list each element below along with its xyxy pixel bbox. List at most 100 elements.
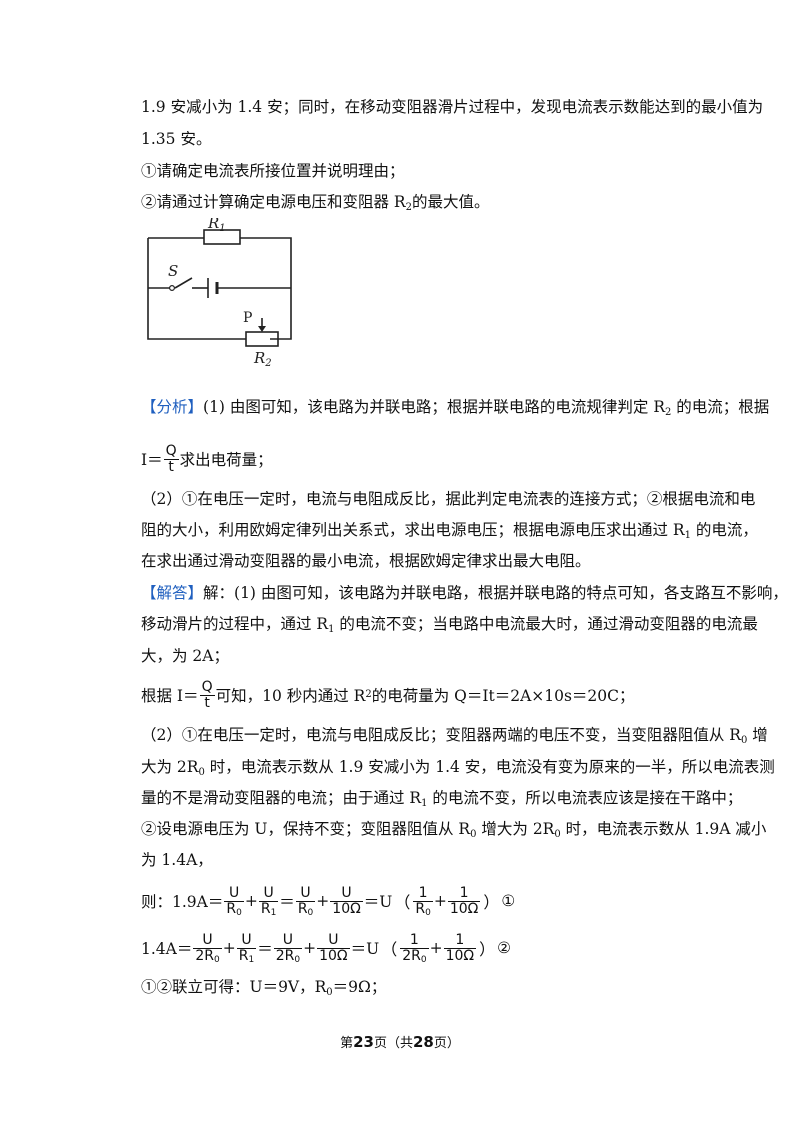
subscript: 1: [270, 907, 277, 918]
solution-line: （2）①在电压一定时，电流与电阻成反比；变阻器两端的电压不变，当变阻器阻值从 R…: [141, 724, 768, 746]
solution-tag: 【解答】: [141, 584, 204, 602]
den-text: R: [297, 900, 308, 917]
fraction-den: 2R0: [274, 947, 302, 965]
operator: +: [429, 939, 443, 957]
text: 则：1.9A＝: [141, 893, 224, 911]
subscript: 0: [326, 987, 333, 998]
text: （2）①在电压一定时，电流与电阻成反比；变阻器两端的电压不变，当变阻器阻值从 R: [141, 726, 741, 744]
subscript: 0: [470, 829, 477, 840]
total-pages: 28: [413, 1033, 434, 1051]
fraction-den: R0: [224, 900, 243, 917]
footer-text: 页）: [433, 1036, 460, 1051]
fraction-num: U: [236, 932, 257, 949]
fraction-den: t: [168, 458, 174, 475]
text: 在求出通过滑动变阻器的最小电流，根据欧姆定律求出最大电阻。: [141, 552, 591, 570]
subscript: 0: [740, 735, 748, 746]
text-line: 1.9 安减小为 1.4 安；同时，在移动变阻器滑片过程中，发现电流表示数能达到…: [141, 96, 763, 118]
analysis-line: 阻的大小，利用欧姆定律列出关系式，求出电源电压；根据电源电压求出通过 R1 的电…: [141, 519, 758, 541]
fraction-num: 1: [413, 885, 433, 902]
svg-text:R1: R1: [207, 218, 226, 234]
fraction-den: R0: [296, 900, 315, 917]
paren: ）: [479, 940, 496, 959]
text: 的电荷量为 Q＝It＝2A×10s＝20C；: [371, 687, 635, 705]
fraction-den: 10Ω: [319, 947, 348, 964]
text: 量的不是滑动变阻器的电流；由于通过 R: [141, 789, 422, 807]
subscript: 0: [198, 767, 205, 778]
den-text: R: [238, 947, 249, 964]
den-text: R: [260, 900, 271, 917]
den-text: R: [226, 900, 237, 917]
circuit-diagram: R1 S P R2: [147, 218, 292, 366]
subscript: 0: [214, 954, 220, 965]
solution-line: 为 1.4A，: [141, 849, 213, 871]
text-line: 1.35 安。: [141, 128, 211, 150]
solution-line: 【解答】解：(1) 由图可知，该电路为并联电路，根据并联电路的特点可知，各支路互…: [141, 582, 788, 604]
text: 移动滑片的过程中，通过 R: [141, 615, 329, 633]
subscript: 0: [294, 954, 301, 965]
subscript: 1: [684, 530, 691, 541]
operator: +: [433, 892, 447, 910]
fraction-num: 1: [447, 885, 481, 902]
text: 1.9 安减小为 1.4 安；同时，在移动变阻器滑片过程中，发现电流表示数能达到…: [141, 98, 764, 116]
fraction-den: 2R0: [193, 948, 221, 965]
fraction-den: 2R0: [400, 948, 428, 965]
subscript: 0: [420, 954, 427, 965]
fraction-den: R1: [259, 900, 278, 918]
subscript: 2: [665, 407, 672, 418]
fraction-den: R0: [413, 900, 432, 918]
resistor-r1: [203, 229, 241, 245]
fraction-num: U: [330, 885, 363, 902]
paren: （: [394, 893, 411, 912]
analysis-line: （2）①在电压一定时，电流与电阻成反比，据此判定电流表的连接方式；②根据电流和电: [141, 488, 755, 510]
den-text: 2R: [275, 947, 295, 964]
fraction-num: U: [258, 885, 279, 902]
fraction-num: U: [224, 885, 244, 902]
solution-line: 移动滑片的过程中，通过 R1 的电流不变；当电路中电流最大时，通过滑动变阻器的电…: [141, 613, 758, 635]
label-r1-sub: 1: [219, 223, 225, 234]
fraction-den: R1: [237, 947, 256, 965]
text: 的最大值。: [411, 193, 490, 211]
fraction-num: 1: [400, 932, 429, 949]
operator: +: [244, 892, 258, 910]
solution-line: 大为 2R0 时，电流表示数从 1.9 安减小为 1.4 安，电流没有变为原来的…: [141, 756, 775, 778]
solution-line: 量的不是滑动变阻器的电流；由于通过 R1 的电流不变，所以电流表应该是接在干路中…: [141, 787, 742, 809]
text: ②请通过计算确定电源电压和变阻器 R: [141, 193, 406, 211]
label-p: P: [243, 310, 252, 326]
subscript: 0: [425, 907, 431, 918]
label-r1: R: [207, 218, 219, 232]
den-text: R: [415, 900, 426, 917]
subscript: 1: [328, 624, 335, 635]
subscript: 0: [554, 829, 561, 840]
text: 为 1.4A，: [141, 851, 213, 869]
text: (1) 由图可知，该电路为并联电路；根据并联电路的电流规律判定 R: [203, 398, 665, 416]
text: 的电流；根据: [671, 398, 770, 416]
fraction-num: 1: [443, 932, 477, 949]
subscript: 1: [248, 954, 255, 965]
text: 1.35 安。: [141, 130, 212, 148]
operator: ＝: [279, 893, 295, 911]
subscript: 2: [405, 202, 412, 213]
text: 的电流不变，所以电流表应该是接在干路中；: [427, 789, 743, 807]
operator: ＝: [257, 940, 273, 958]
text: 解：(1) 由图可知，该电路为并联电路，根据并联电路的特点可知，各支路互不影响，: [203, 584, 788, 602]
label-s: S: [168, 262, 178, 280]
text: ＝9Ω；: [332, 978, 387, 996]
text: 大，为 2A；: [141, 647, 229, 665]
question-item-1: ①请确定电流表所接位置并说明理由；: [141, 160, 405, 182]
text: I＝: [141, 451, 163, 469]
text: 1.4A＝: [141, 940, 193, 958]
text: 求出电荷量；: [179, 451, 273, 469]
solution-line: 大，为 2A；: [141, 645, 229, 667]
text: 时，电流表示数从 1.9 安减小为 1.4 安，电流没有变为原来的一半，所以电流…: [204, 758, 775, 776]
operator: +: [316, 892, 330, 910]
footer-text: 第: [340, 1036, 354, 1051]
paren: ）: [483, 893, 500, 912]
text: 增: [747, 726, 768, 744]
